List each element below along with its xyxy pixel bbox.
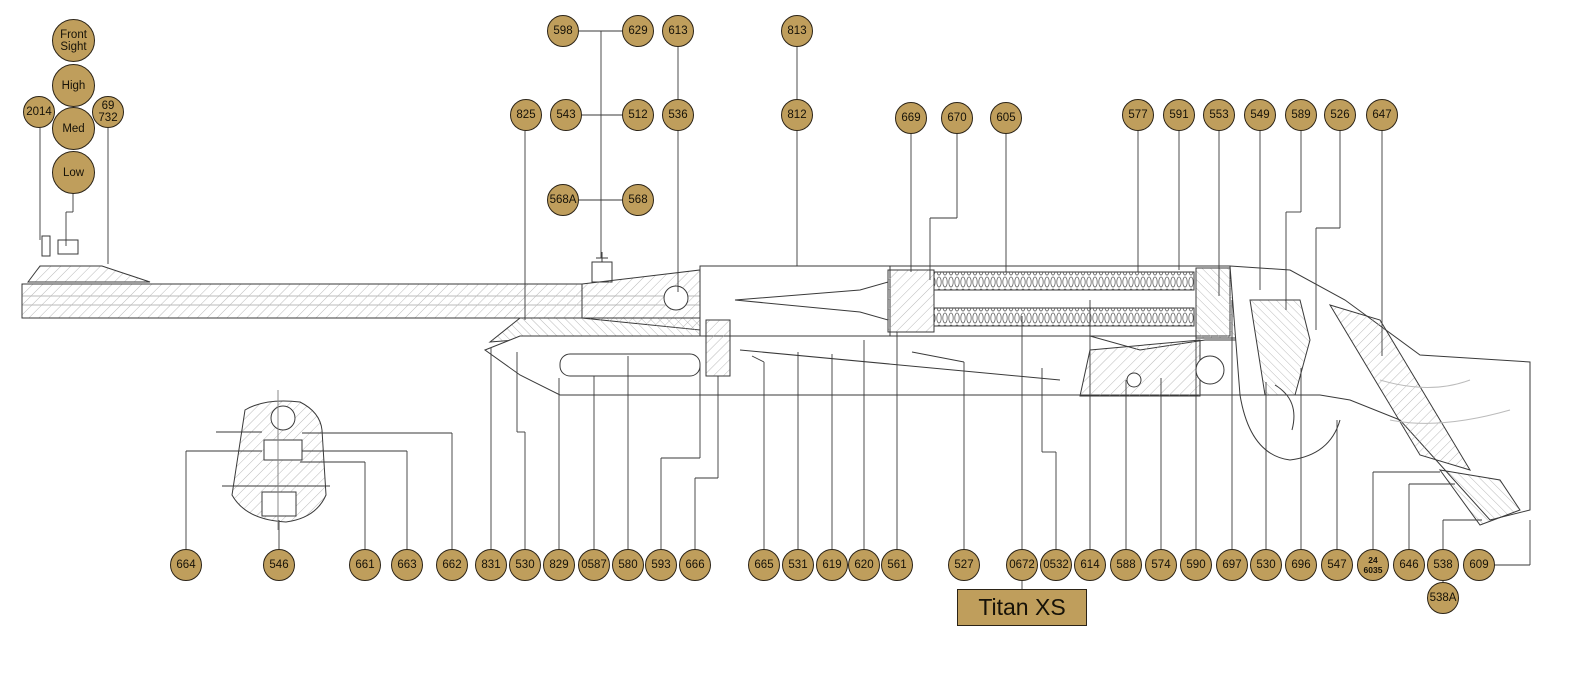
callout-665[interactable]: 665: [748, 549, 780, 581]
end-view-section: [216, 390, 330, 530]
stock-forend: [483, 319, 1241, 397]
callout-568[interactable]: 568: [622, 184, 654, 216]
callout-614[interactable]: 614: [1074, 549, 1106, 581]
callout-629[interactable]: 629: [622, 15, 654, 47]
trigger-and-stock: [1229, 265, 1531, 526]
callout-547[interactable]: 547: [1321, 549, 1353, 581]
callout-24-6035[interactable]: 24 6035: [1357, 549, 1389, 581]
callout-512[interactable]: 512: [622, 99, 654, 131]
callout-669[interactable]: 669: [895, 102, 927, 134]
rear-sight: [591, 252, 613, 283]
callout-med[interactable]: Med: [52, 107, 95, 150]
callout-574[interactable]: 574: [1145, 549, 1177, 581]
callout-2014[interactable]: 2014: [23, 96, 55, 128]
callout-619[interactable]: 619: [816, 549, 848, 581]
callout-593[interactable]: 593: [645, 549, 677, 581]
callout-831[interactable]: 831: [475, 549, 507, 581]
callout-661[interactable]: 661: [349, 549, 381, 581]
callout-812[interactable]: 812: [781, 99, 813, 131]
callout-590[interactable]: 590: [1180, 549, 1212, 581]
callout-536[interactable]: 536: [662, 99, 694, 131]
callout-591[interactable]: 591: [1163, 99, 1195, 131]
callout-829[interactable]: 829: [543, 549, 575, 581]
callout-613[interactable]: 613: [662, 15, 694, 47]
callout-697[interactable]: 697: [1216, 549, 1248, 581]
callout-543[interactable]: 543: [550, 99, 582, 131]
callout-646[interactable]: 646: [1393, 549, 1425, 581]
callout-609[interactable]: 609: [1463, 549, 1495, 581]
callout-low[interactable]: Low: [52, 151, 95, 194]
callout-568a[interactable]: 568A: [547, 184, 579, 216]
callout-813[interactable]: 813: [781, 15, 813, 47]
callout-69-732[interactable]: 69 732: [92, 96, 124, 128]
model-title: Titan XS: [957, 589, 1087, 626]
callout-0532[interactable]: 0532: [1040, 549, 1072, 581]
callout-577[interactable]: 577: [1122, 99, 1154, 131]
callout-549[interactable]: 549: [1244, 99, 1276, 131]
callout-605[interactable]: 605: [990, 102, 1022, 134]
callout-670[interactable]: 670: [941, 102, 973, 134]
callout-553[interactable]: 553: [1203, 99, 1235, 131]
leader-lines: [39, 30, 1531, 590]
callout-531[interactable]: 531: [782, 549, 814, 581]
callout-526[interactable]: 526: [1324, 99, 1356, 131]
callout-662[interactable]: 662: [436, 549, 468, 581]
callout-527[interactable]: 527: [948, 549, 980, 581]
callout-588[interactable]: 588: [1110, 549, 1142, 581]
callout-538[interactable]: 538: [1427, 549, 1459, 581]
callout-696[interactable]: 696: [1285, 549, 1317, 581]
callout-530-b[interactable]: 530: [1250, 549, 1282, 581]
callout-589[interactable]: 589: [1285, 99, 1317, 131]
callout-580[interactable]: 580: [612, 549, 644, 581]
callout-538a[interactable]: 538A: [1427, 582, 1459, 614]
callout-664[interactable]: 664: [170, 549, 202, 581]
callout-0587[interactable]: 0587: [578, 549, 610, 581]
callout-546[interactable]: 546: [263, 549, 295, 581]
callout-620[interactable]: 620: [848, 549, 880, 581]
compression-cylinder: [699, 265, 1241, 339]
callout-598[interactable]: 598: [547, 15, 579, 47]
callout-530-a[interactable]: 530: [509, 549, 541, 581]
callout-666[interactable]: 666: [679, 549, 711, 581]
callout-663[interactable]: 663: [391, 549, 423, 581]
callout-561[interactable]: 561: [881, 549, 913, 581]
callout-front-sight[interactable]: Front Sight: [52, 19, 95, 62]
callout-825[interactable]: 825: [510, 99, 542, 131]
callout-0672[interactable]: 0672: [1006, 549, 1038, 581]
callout-high[interactable]: High: [52, 64, 95, 107]
callout-647[interactable]: 647: [1366, 99, 1398, 131]
